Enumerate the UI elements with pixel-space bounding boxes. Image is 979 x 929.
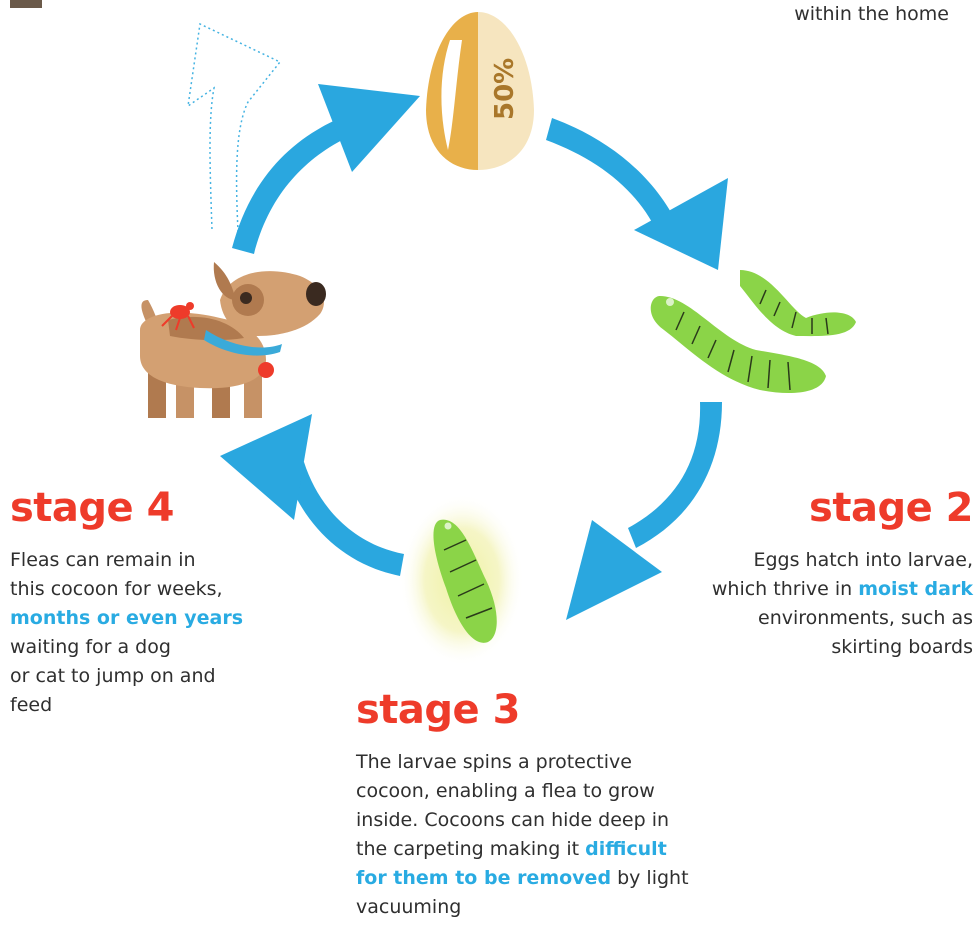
egg-icon — [426, 12, 534, 170]
stage-3-description: The larvae spins a protective cocoon, en… — [356, 748, 776, 922]
stage-3-line-5: for them to be removed by light — [356, 864, 776, 893]
dog-icon — [140, 262, 326, 418]
stage-2-line-3: environments, such as — [758, 607, 973, 629]
top-note-text: within the home — [794, 3, 949, 25]
egg-percent: 50% — [490, 57, 520, 120]
stage-2-line-2-text: which thrive in — [711, 578, 859, 600]
stage-4-line-4: waiting for a dog — [10, 636, 171, 658]
stage-4-title: stage 4 — [10, 485, 174, 531]
corner-icon — [10, 0, 42, 8]
stage-2-highlight: moist dark — [858, 578, 973, 600]
stage-3-highlight-1: difficult — [585, 838, 667, 860]
cycle-arrow-icon — [220, 84, 728, 620]
larvae-icon — [650, 270, 856, 394]
stage-3-line-3: inside. Cocoons can hide deep in — [356, 809, 670, 831]
stage-2-line-4: skirting boards — [831, 636, 973, 658]
stage-4-highlight: months or even years — [10, 607, 244, 629]
stage-3-line-4: the carpeting making it difficult — [356, 835, 776, 864]
stage-2-line-1: Eggs hatch into larvae, — [753, 549, 973, 571]
top-note: within the home — [794, 0, 949, 28]
cocoon-icon — [400, 494, 524, 666]
exit-arrow-icon — [187, 22, 282, 233]
stage-4-line-6: feed — [10, 694, 53, 716]
stage-2-line-2: which thrive in moist dark — [643, 575, 973, 604]
stage-2-title: stage 2 — [809, 485, 973, 531]
stage-3-line-2: cocoon, enabling a flea to grow — [356, 780, 655, 802]
stage-4-line-2: this cocoon for weeks, — [10, 578, 223, 600]
stage-4-line-5: or cat to jump on and — [10, 665, 216, 687]
stage-3-line-4-text: the carpeting making it — [356, 838, 586, 860]
stage-4-description: Fleas can remain in this cocoon for week… — [10, 546, 310, 720]
stage-3-line-1: The larvae spins a protective — [356, 751, 632, 773]
egg-label: 50% — [490, 40, 520, 120]
stage-3-highlight-2: for them to be removed — [356, 867, 612, 889]
stage-2-description: Eggs hatch into larvae, which thrive in … — [643, 546, 973, 662]
stage-3-line-5-text: by light — [611, 867, 689, 889]
stage-4-line-1: Fleas can remain in — [10, 549, 196, 571]
flea-icon — [161, 302, 195, 331]
stage-3-title: stage 3 — [356, 687, 520, 733]
stage-3-line-6: vacuuming — [356, 896, 462, 918]
